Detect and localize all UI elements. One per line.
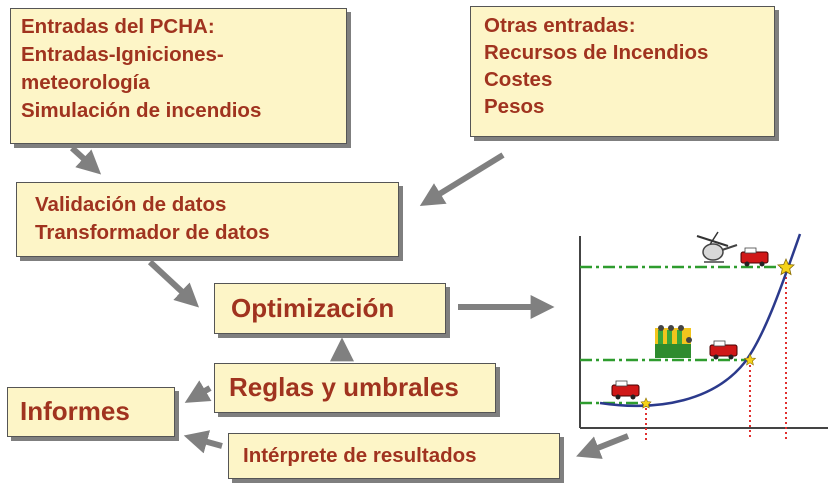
rules-thresholds-box: Reglas y umbrales xyxy=(214,363,496,413)
crew-icon xyxy=(655,325,692,358)
fire-engine-icon xyxy=(709,340,738,360)
reports-box: Informes xyxy=(7,387,175,437)
otras-line-2: Recursos de Incendios xyxy=(484,41,709,64)
validation-line-1: Validación de datos xyxy=(35,193,227,216)
arrow-validacion-to-optimizacion xyxy=(147,259,200,308)
fire-engine-icon xyxy=(611,380,640,400)
otras-line-4: Pesos xyxy=(484,95,545,118)
helicopter-icon xyxy=(696,231,738,263)
pcha-line-2: Entradas-Igniciones- xyxy=(21,43,224,66)
arrow-otras-to-validacion xyxy=(419,152,505,207)
other-inputs-box: Otras entradas: Recursos de Incendios Co… xyxy=(470,6,775,137)
star-point-3 xyxy=(777,257,795,276)
pcha-line-4: Simulación de incendios xyxy=(21,99,262,122)
pcha-line-1: Entradas del PCHA: xyxy=(21,15,215,38)
pcha-line-3: meteorología xyxy=(21,71,150,94)
interpreter-label: Intérprete de resultados xyxy=(243,444,477,467)
fire-engine-icon xyxy=(740,247,769,267)
star-point-2 xyxy=(743,353,757,366)
optimization-label: Optimización xyxy=(231,293,395,323)
cost-curve-graph xyxy=(579,231,828,440)
arrow-graph-to-interprete xyxy=(576,433,630,459)
rules-label: Reglas y umbrales xyxy=(229,372,459,402)
cost-curve xyxy=(599,233,802,408)
reports-label: Informes xyxy=(20,396,130,426)
otras-line-1: Otras entradas: xyxy=(484,14,636,37)
otras-line-3: Costes xyxy=(484,68,553,91)
arrow-interprete-to-informes xyxy=(183,430,223,454)
validation-line-2: Transformador de datos xyxy=(35,221,270,244)
arrow-reglas-to-informes xyxy=(184,380,212,403)
pcha-inputs-box: Entradas del PCHA: Entradas-Igniciones- … xyxy=(10,8,347,144)
results-interpreter-box: Intérprete de resultados xyxy=(228,433,560,479)
arrow-pcha-to-validacion xyxy=(69,145,102,175)
star-point-1 xyxy=(640,397,652,409)
optimization-box: Optimización xyxy=(214,283,446,334)
data-validation-box: Validación de datos Transformador de dat… xyxy=(16,182,399,257)
